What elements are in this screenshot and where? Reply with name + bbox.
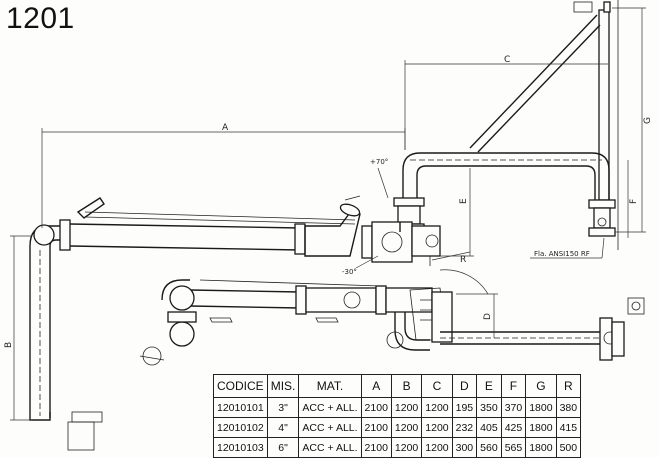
- table-header-row: CODICE MIS. MAT. A B C D E F G R: [213, 374, 582, 398]
- table-cell: 2100: [360, 397, 392, 418]
- table-cell: 12010103: [213, 437, 268, 458]
- col-header: MIS.: [266, 374, 300, 398]
- col-header: R: [555, 374, 582, 398]
- table-cell: 560: [476, 437, 502, 458]
- table-cell: 415: [555, 417, 582, 438]
- table-cell: 1200: [390, 397, 423, 418]
- col-header: E: [476, 374, 502, 398]
- dim-label-d: D: [483, 313, 493, 320]
- dim-label-b: B: [4, 342, 14, 348]
- col-header: CODICE: [213, 374, 268, 398]
- table-cell: 1200: [421, 437, 453, 458]
- col-header: G: [525, 374, 557, 398]
- dim-label-f: F: [629, 199, 639, 204]
- upper-elbow-assembly: [393, 152, 616, 237]
- table-cell: 425: [500, 417, 527, 438]
- vertical-drop-pipe: [29, 224, 103, 451]
- table-cell: 300: [451, 437, 478, 458]
- dim-label-r: R: [460, 255, 466, 265]
- table-cell: 565: [500, 437, 527, 458]
- table-row: 12010102 4" ACC + ALL. 2100 1200 1200 23…: [213, 417, 582, 438]
- table-cell: 370: [500, 397, 527, 418]
- table-cell: 3": [266, 397, 300, 418]
- dim-label-e: E: [459, 198, 469, 204]
- table-cell: 6": [266, 437, 300, 458]
- table-cell: 380: [555, 397, 582, 418]
- drawing-title: 1201: [6, 2, 75, 35]
- lower-loading-arm: [139, 279, 387, 366]
- table-cell: 1200: [390, 437, 423, 458]
- table-cell: 2100: [360, 417, 392, 438]
- table-cell: 232: [451, 417, 478, 438]
- spec-table: CODICE MIS. MAT. A B C D E F G R 1201010…: [213, 374, 582, 458]
- dimension-lines: [10, 7, 646, 421]
- table-cell: ACC + ALL.: [298, 397, 362, 418]
- table-cell: 1800: [525, 437, 557, 458]
- col-header: A: [360, 374, 392, 398]
- angle-label-up: +70°: [370, 158, 388, 166]
- table-cell: 1800: [525, 417, 557, 438]
- table-cell: 12010101: [213, 397, 268, 418]
- table-cell: 1200: [390, 417, 423, 438]
- table-cell: ACC + ALL.: [298, 437, 362, 458]
- col-header: C: [421, 374, 453, 398]
- table-cell: ACC + ALL.: [298, 417, 362, 438]
- flange-note: Fla. ANSI150 RF: [534, 250, 590, 258]
- table-cell: 195: [451, 397, 478, 418]
- table-cell: 405: [476, 417, 502, 438]
- upper-loading-arm: [59, 195, 441, 266]
- col-header: D: [451, 374, 478, 398]
- table-cell: 1200: [421, 397, 453, 418]
- table-row: 12010103 6" ACC + ALL. 2100 1200 1200 30…: [213, 437, 582, 458]
- dim-label-c: C: [504, 55, 510, 65]
- col-header: B: [390, 374, 423, 398]
- dim-label-a: A: [222, 123, 229, 133]
- table-cell: 12010102: [213, 417, 268, 438]
- col-header: MAT.: [298, 374, 362, 398]
- table-cell: 1200: [421, 417, 453, 438]
- table-cell: 4": [266, 417, 300, 438]
- table-cell: 2100: [360, 437, 392, 458]
- angle-label-down: -30°: [342, 268, 357, 276]
- table-cell: 500: [555, 437, 582, 458]
- table-cell: 1800: [525, 397, 557, 418]
- dim-label-g: G: [643, 117, 653, 124]
- table-row: 12010101 3" ACC + ALL. 2100 1200 1200 19…: [213, 397, 582, 418]
- col-header: F: [500, 374, 527, 398]
- lower-swivel-assembly: [385, 287, 645, 361]
- table-cell: 350: [476, 397, 502, 418]
